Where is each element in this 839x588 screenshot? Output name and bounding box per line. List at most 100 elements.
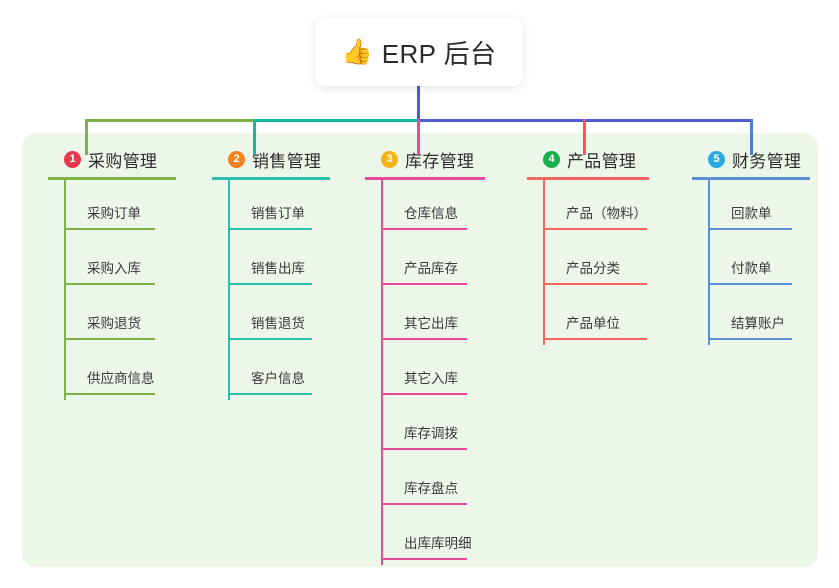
branch-item[interactable]: 出库库明细 [381, 510, 525, 565]
branch-item-underline [229, 228, 312, 230]
branch-drop-4 [583, 119, 586, 155]
branch-item-label: 仓库信息 [404, 206, 458, 221]
branch-item-label: 产品单位 [566, 316, 620, 331]
branch-item[interactable]: 销售订单 [228, 180, 362, 235]
branch-item-underline [382, 503, 467, 505]
branch-item-underline [544, 283, 647, 285]
branch-item-underline [709, 283, 792, 285]
root-title-text: ERP 后台 [381, 38, 497, 69]
branch-spine [708, 180, 710, 345]
branch-spine [543, 180, 545, 345]
root-title-card[interactable]: 👍 ERP 后台 [315, 18, 523, 86]
bus-segment-2 [253, 119, 420, 122]
branch-item[interactable]: 产品分类 [543, 235, 687, 290]
branch-item[interactable]: 采购订单 [64, 180, 198, 235]
branch-item[interactable]: 销售出库 [228, 235, 362, 290]
branch-spine [381, 180, 383, 565]
branch-item-label: 供应商信息 [87, 371, 155, 386]
branch-number-badge: 5 [708, 150, 725, 168]
branch-items-4: 产品（物料） 产品分类产品单位 [543, 180, 687, 345]
branch-title: 库存管理 [405, 151, 475, 171]
branch-item-underline [382, 283, 467, 285]
branch-spine [228, 180, 230, 400]
branch-item-underline [229, 338, 312, 340]
branch-item-underline [382, 558, 467, 560]
branch-item[interactable]: 产品（物料） [543, 180, 687, 235]
branch-item-label: 产品库存 [404, 261, 458, 276]
branch-item-label: 销售订单 [251, 206, 305, 221]
branch-underline [212, 177, 330, 180]
branch-items-2: 销售订单销售出库销售退货客户信息 [228, 180, 362, 400]
branch-item[interactable]: 其它入库 [381, 345, 525, 400]
branch-title: 采购管理 [88, 151, 158, 171]
branch-header-4[interactable]: 4 产品管理 [527, 144, 687, 174]
branch-item-underline [544, 338, 647, 340]
branch-item[interactable]: 采购退货 [64, 290, 198, 345]
branch-number-badge: 3 [381, 150, 398, 168]
branch-item[interactable]: 客户信息 [228, 345, 362, 400]
bus-segment-1 [85, 119, 255, 122]
branch-item-label: 付款单 [731, 261, 772, 276]
branch-item-underline [229, 283, 312, 285]
branch-item-underline [229, 393, 312, 395]
branch-item-label: 采购入库 [87, 261, 141, 276]
branch-underline [527, 177, 649, 180]
branch-item-label: 结算账户 [731, 316, 785, 331]
branch-item-label: 其它入库 [404, 371, 458, 386]
branch-item-underline [709, 338, 792, 340]
branch-item-underline [544, 228, 647, 230]
branch-item-label: 出库库明细 [404, 536, 472, 551]
branch-column-3[interactable]: 3 库存管理仓库信息产品库存其它出库其它入库库存调拨库存盘点出库库明细 [365, 133, 525, 565]
branch-item[interactable]: 销售退货 [228, 290, 362, 345]
branch-item[interactable]: 产品库存 [381, 235, 525, 290]
branch-item-underline [382, 228, 467, 230]
branch-underline [692, 177, 810, 180]
branch-items-1: 采购订单采购入库采购退货供应商信息 [64, 180, 198, 400]
thumbs-up-icon: 👍 [341, 37, 373, 66]
branch-number-badge: 4 [543, 150, 560, 168]
branch-number-badge: 1 [64, 150, 81, 168]
branch-item-label: 回款单 [731, 206, 772, 221]
branch-item[interactable]: 供应商信息 [64, 345, 198, 400]
branch-item[interactable]: 回款单 [708, 180, 839, 235]
branch-items-5: 回款单付款单结算账户 [708, 180, 839, 345]
branch-item[interactable]: 库存调拨 [381, 400, 525, 455]
branch-item[interactable]: 仓库信息 [381, 180, 525, 235]
branch-item-label: 采购订单 [87, 206, 141, 221]
branch-item-underline [65, 393, 155, 395]
branch-item-label: 库存盘点 [404, 481, 458, 496]
branch-title: 销售管理 [252, 151, 322, 171]
branch-item[interactable]: 采购入库 [64, 235, 198, 290]
branch-column-4[interactable]: 4 产品管理产品（物料） 产品分类产品单位 [527, 133, 687, 345]
branch-item-label: 客户信息 [251, 371, 305, 386]
branch-drop-1 [85, 119, 88, 155]
branch-title: 产品管理 [567, 151, 637, 171]
branch-underline [365, 177, 485, 180]
branch-item[interactable]: 产品单位 [543, 290, 687, 345]
branch-drop-5 [750, 119, 753, 155]
branch-item[interactable]: 付款单 [708, 235, 839, 290]
branch-header-2[interactable]: 2 销售管理 [212, 144, 362, 174]
branch-spine [64, 180, 66, 400]
branch-column-1[interactable]: 1 采购管理采购订单采购入库采购退货供应商信息 [48, 133, 198, 400]
branch-drop-3 [417, 119, 420, 155]
branches-panel [22, 133, 818, 567]
branch-item[interactable]: 其它出库 [381, 290, 525, 345]
branch-item-underline [382, 393, 467, 395]
branch-item[interactable]: 结算账户 [708, 290, 839, 345]
branch-column-2[interactable]: 2 销售管理销售订单销售出库销售退货客户信息 [212, 133, 362, 400]
branch-item-underline [382, 338, 467, 340]
branch-number-badge: 2 [228, 150, 245, 168]
branch-item-underline [65, 228, 155, 230]
branch-item-label: 产品分类 [566, 261, 620, 276]
branch-item-label: 采购退货 [87, 316, 141, 331]
branch-item[interactable]: 库存盘点 [381, 455, 525, 510]
branch-header-1[interactable]: 1 采购管理 [48, 144, 198, 174]
branch-item-label: 销售出库 [251, 261, 305, 276]
branch-item-underline [65, 338, 155, 340]
branch-header-3[interactable]: 3 库存管理 [365, 144, 525, 174]
branch-item-label: 库存调拨 [404, 426, 458, 441]
